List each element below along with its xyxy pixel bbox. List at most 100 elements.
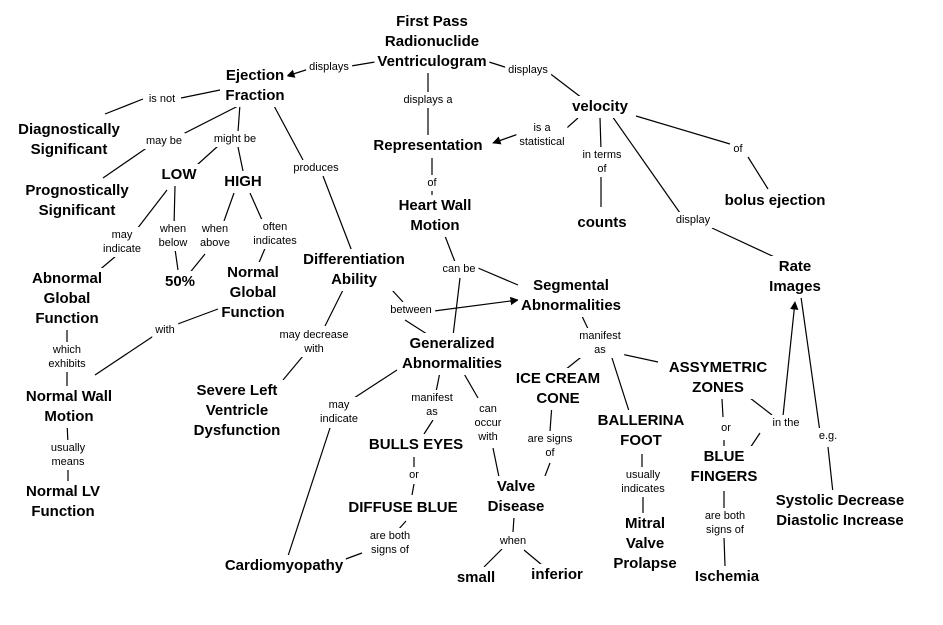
concept-assymetric-zones: ASSYMETRIC ZONES xyxy=(665,357,771,399)
link-label-usually-means: usually means xyxy=(47,440,89,470)
connector-line xyxy=(282,355,304,381)
connector-line xyxy=(353,369,398,399)
link-label-displays-velocity: displays xyxy=(505,62,551,78)
connector-line xyxy=(635,115,731,145)
concept-bulls-eyes: BULLS EYES xyxy=(365,434,467,456)
concept-mitral-valve-prolapse: Mitral Valve Prolapse xyxy=(610,513,680,575)
connector-line xyxy=(196,145,219,166)
connector-arrow xyxy=(433,296,519,312)
connector-line xyxy=(257,245,267,266)
connector-line xyxy=(477,267,519,286)
link-label-may-decrease-with: may decrease with xyxy=(276,327,352,357)
connector-line xyxy=(523,549,543,566)
concept-differentiation-ability: Differentiation Ability xyxy=(300,249,408,291)
connector-line xyxy=(747,156,769,190)
concept-low: LOW xyxy=(158,164,200,186)
connector-arrow xyxy=(782,301,799,417)
connector-line xyxy=(721,398,724,418)
connector-line xyxy=(610,354,630,412)
link-label-manifest-as-segmental: manifest as xyxy=(576,328,624,358)
concept-velocity: velocity xyxy=(569,96,631,118)
connector-line xyxy=(512,516,515,533)
concept-normal-wall-motion: Normal Wall Motion xyxy=(22,386,116,428)
connector-line xyxy=(599,117,602,151)
link-label-is-a-statistical: is a statistical xyxy=(516,120,568,150)
concept-normal-global-function: Normal Global Function xyxy=(218,262,288,324)
connector-line xyxy=(423,419,434,435)
concept-rate-images: Rate Images xyxy=(766,256,824,298)
connector-line xyxy=(249,192,263,221)
connector-line xyxy=(324,289,344,327)
link-label-in-the: in the xyxy=(769,415,803,431)
connector-line xyxy=(711,227,784,262)
concept-inferior: inferior xyxy=(528,564,586,586)
concept-heart-wall-motion: Heart Wall Motion xyxy=(395,195,475,237)
concept-prognostically-significant: Prognostically Significant xyxy=(22,180,132,222)
link-label-are-both-signs-of-diffuse-blue: are both signs of xyxy=(366,528,414,558)
concept-representation: Representation xyxy=(370,135,486,157)
concept-diagnostically-significant: Diagnostically Significant xyxy=(15,119,123,161)
connector-line xyxy=(174,248,179,271)
concept-cardiomyopathy: Cardiomyopathy xyxy=(221,555,347,577)
concept-segmental-abnormalities: Segmental Abnormalities xyxy=(517,275,625,317)
connector-line xyxy=(800,296,821,433)
connector-line xyxy=(102,146,149,179)
concept-first-pass-radionuclide-ventriculogram: First Pass Radionuclide Ventriculogram xyxy=(374,11,490,73)
link-label-may-be: may be xyxy=(142,133,186,149)
link-label-eg: e.g. xyxy=(815,428,841,444)
link-label-often-indicates: often indicates xyxy=(250,219,300,249)
concept-ischemia: Ischemia xyxy=(691,566,763,588)
link-label-can-occur-with: can occur with xyxy=(471,401,505,445)
connector-line xyxy=(749,397,773,416)
link-label-manifest-as-generalized: manifest as xyxy=(408,390,456,420)
concept-valve-disease: Valve Disease xyxy=(484,476,548,518)
link-label-may-indicate-low: may indicate xyxy=(100,227,144,257)
connector-line xyxy=(180,103,243,136)
connector-line xyxy=(488,61,509,69)
link-label-displays-a: displays a xyxy=(400,92,456,108)
link-label-is-not: is not xyxy=(145,91,179,107)
link-label-usually-indicates: usually indicates xyxy=(618,467,668,497)
connector-line xyxy=(272,103,304,161)
concept-bolus-ejection: bolus ejection xyxy=(721,190,829,212)
link-label-when-below: when below xyxy=(155,221,191,251)
link-label-might-be: might be xyxy=(210,131,260,147)
concept-ice-cream-cone: ICE CREAM CONE xyxy=(512,368,604,410)
concept-blue-fingers: BLUE FINGERS xyxy=(687,446,761,488)
connector-line xyxy=(723,536,726,567)
concept-severe-left-ventricle-dysfunction: Severe Left Ventricle Dysfunction xyxy=(190,380,284,442)
connector-line xyxy=(173,185,176,227)
connector-line xyxy=(611,115,681,214)
connector-line xyxy=(452,277,461,337)
concept-ejection-fraction: Ejection Fraction xyxy=(222,65,288,107)
concept-small: small xyxy=(453,567,499,589)
connector-line xyxy=(444,235,456,263)
link-label-or-assymetric-zones: or xyxy=(718,420,734,436)
link-label-display: display xyxy=(672,212,714,228)
concept-50-percent: 50% xyxy=(161,271,199,293)
connector-line xyxy=(391,289,404,303)
connector-line xyxy=(94,334,156,376)
link-label-are-signs-of: are signs of xyxy=(524,431,576,461)
concept-generalized-abnormalities: Generalized Abnormalities xyxy=(398,333,506,375)
connector-line xyxy=(180,89,221,99)
concept-normal-lv-function: Normal LV Function xyxy=(23,481,103,523)
link-label-in-terms-of: in terms of xyxy=(579,147,625,177)
connector-line xyxy=(547,71,583,99)
connector-line xyxy=(223,192,235,222)
link-label-of-representation: of xyxy=(424,175,440,191)
connector-line xyxy=(237,146,244,172)
connector-line xyxy=(827,446,834,494)
concept-systolic-decrease-diastolic-increase: Systolic Decrease Diastolic Increase xyxy=(772,490,908,532)
connector-line xyxy=(287,427,331,557)
link-label-can-be: can be xyxy=(439,261,479,277)
connector-line xyxy=(237,103,241,133)
connector-line xyxy=(411,483,415,496)
link-label-of-velocity: of xyxy=(730,141,746,157)
concept-ballerina-foot: BALLERINA FOOT xyxy=(594,410,688,452)
link-label-produces: produces xyxy=(290,160,342,176)
connector-line xyxy=(483,548,503,568)
link-label-may-indicate-generalized: may indicate xyxy=(317,397,361,427)
concept-counts: counts xyxy=(574,212,630,234)
